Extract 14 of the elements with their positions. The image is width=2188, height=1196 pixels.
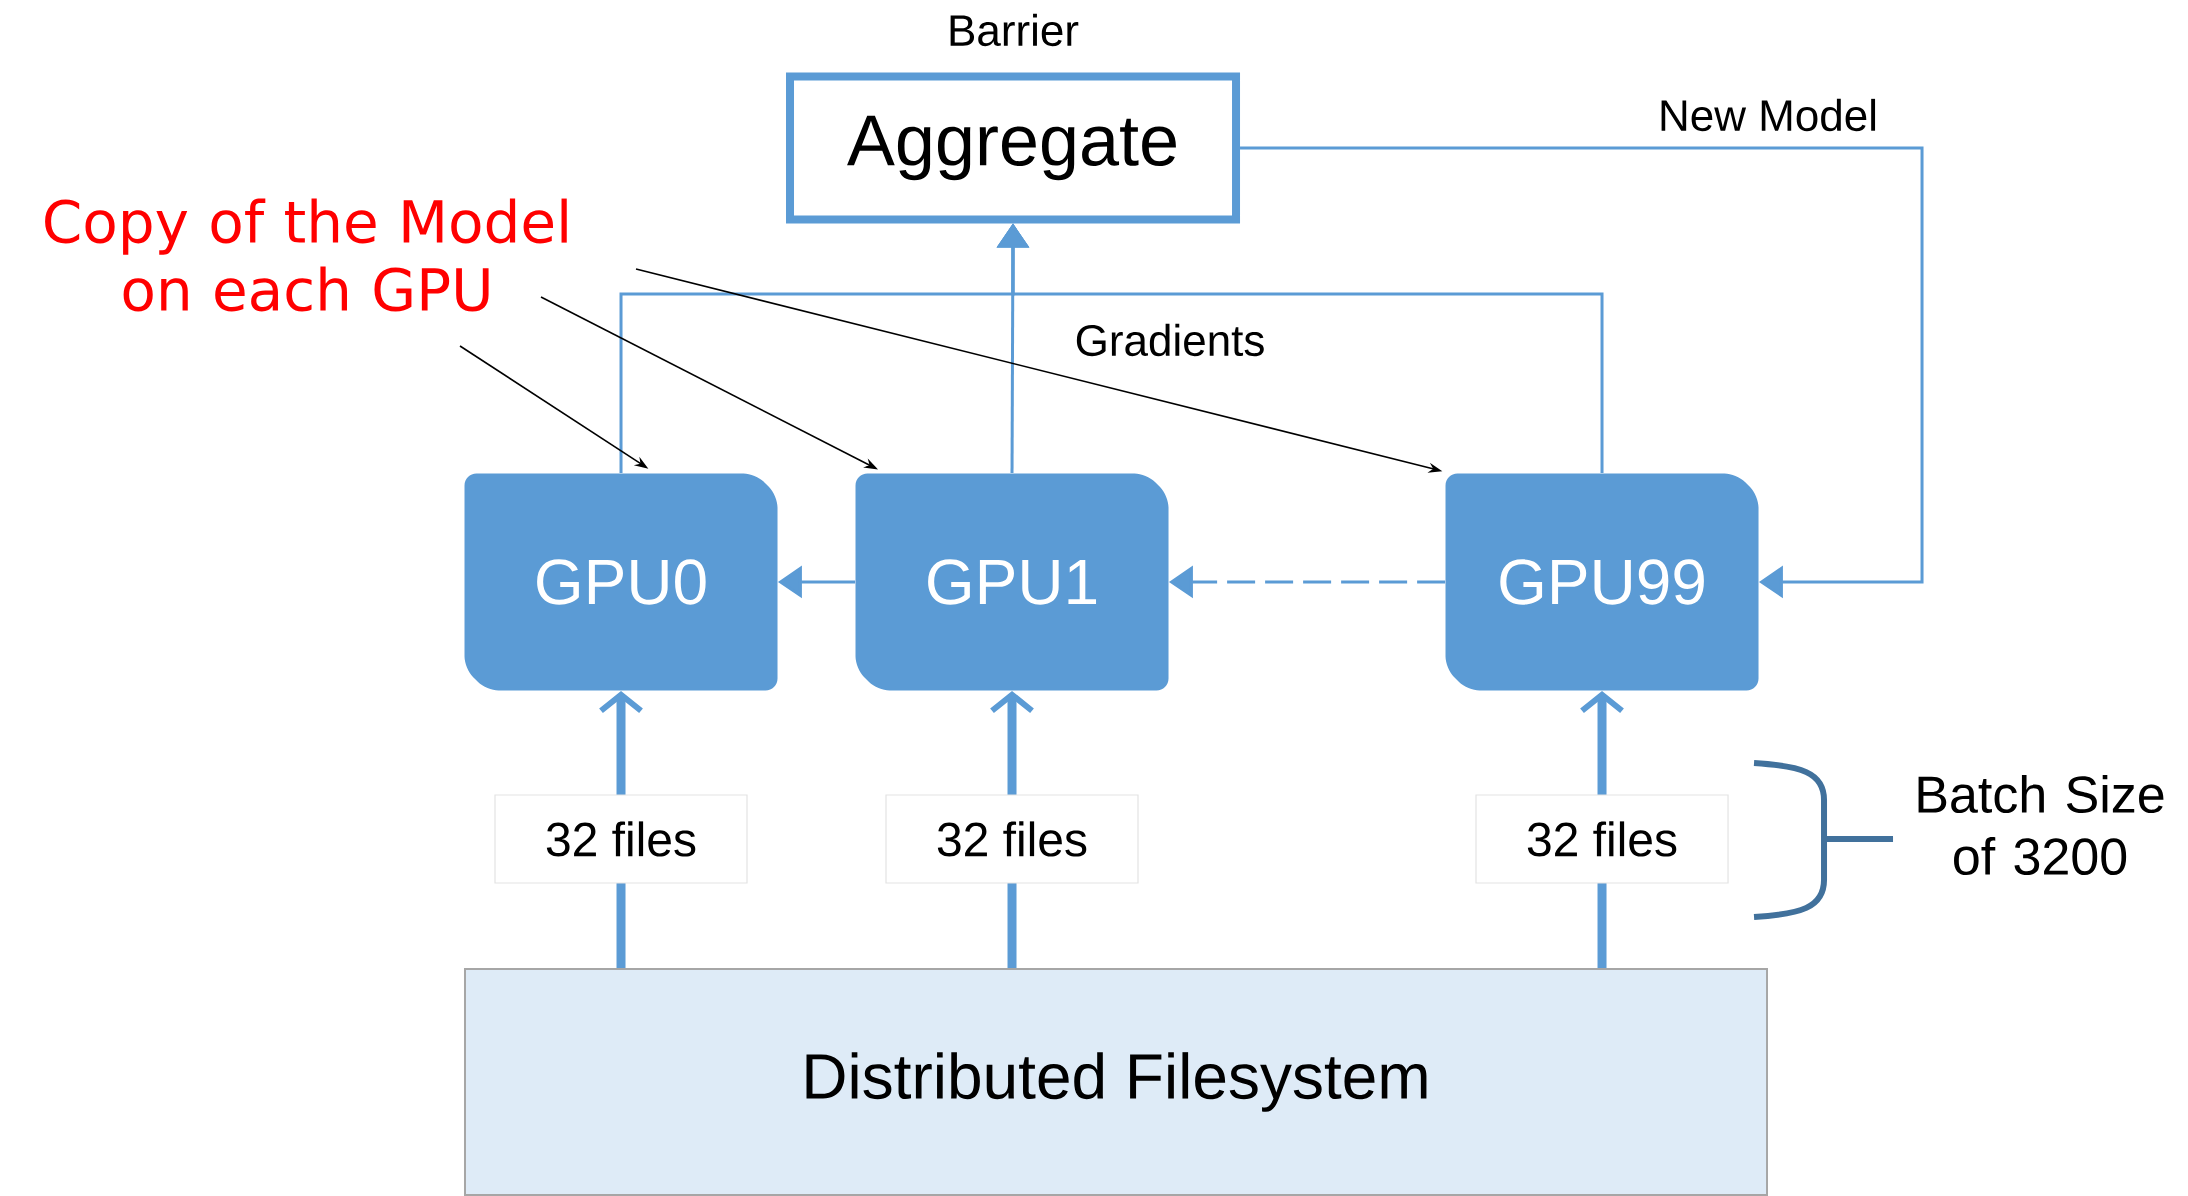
edge-label: 32 files: [546, 821, 696, 857]
edge-label: Gradients: [1076, 323, 1264, 357]
arrow: [1240, 146, 1924, 599]
filesystem-box: Distributed Filesystem: [464, 968, 1769, 1196]
heading-text: Barrier: [950, 13, 1079, 47]
gpu-box: GPU99: [1445, 473, 1759, 691]
label-text: Batch Size of 3200: [1918, 774, 2164, 876]
gpu-box: GPU1: [855, 473, 1169, 691]
gpu-box: GPU0: [464, 473, 778, 691]
note-text: Copy of the Model on each GPU: [45, 198, 567, 312]
edge-label: 32 files: [937, 821, 1087, 857]
edge-label: 32 files: [1527, 821, 1677, 857]
edge-label: New Model: [1661, 98, 1876, 132]
aggregate-box: Aggregate: [786, 72, 1241, 224]
